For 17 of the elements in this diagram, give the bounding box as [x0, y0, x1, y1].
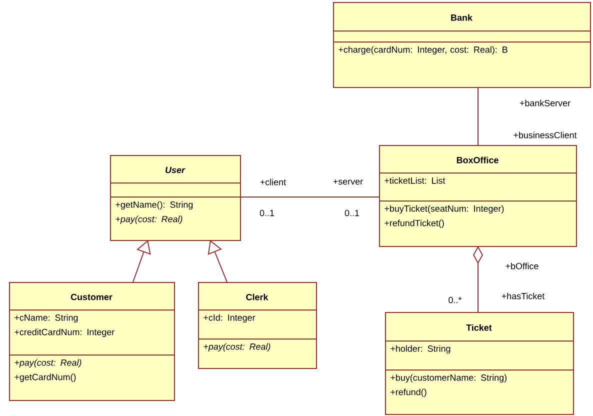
role-label: +client	[260, 178, 286, 186]
multiplicity-label: 0..1	[344, 210, 360, 216]
role-label: +hasTicket	[502, 292, 545, 300]
class-box: BoxOffice +ticketList: List +buyTicket(seatNum: Integer) +refundTicket()	[378, 145, 577, 247]
class-box: User +getName(): String +pay(cost: Real)	[110, 155, 241, 241]
generalization-arrow	[208, 240, 228, 282]
class-box: Bank +charge(cardNum: Integer, cost: Real): B	[332, 2, 591, 88]
role-label: +bOffice	[506, 262, 538, 270]
class-box: Clerk +cId: Integer +pay(cost: Real)	[198, 282, 317, 369]
class-box: Ticket +holder: String +buy(customerName: String) +refund()	[384, 312, 574, 415]
role-label: +bankServer	[520, 100, 570, 106]
class-box: Customer +cName: String +creditCardNum: Integer +pay(cost: Real) +getCardNum()	[8, 282, 175, 401]
generalization-arrow	[132, 240, 151, 282]
association-line	[240, 196, 380, 198]
role-label: +server	[333, 179, 363, 185]
multiplicity-label: 0..*	[448, 296, 462, 304]
multiplicity-label: 0..1	[260, 210, 274, 216]
